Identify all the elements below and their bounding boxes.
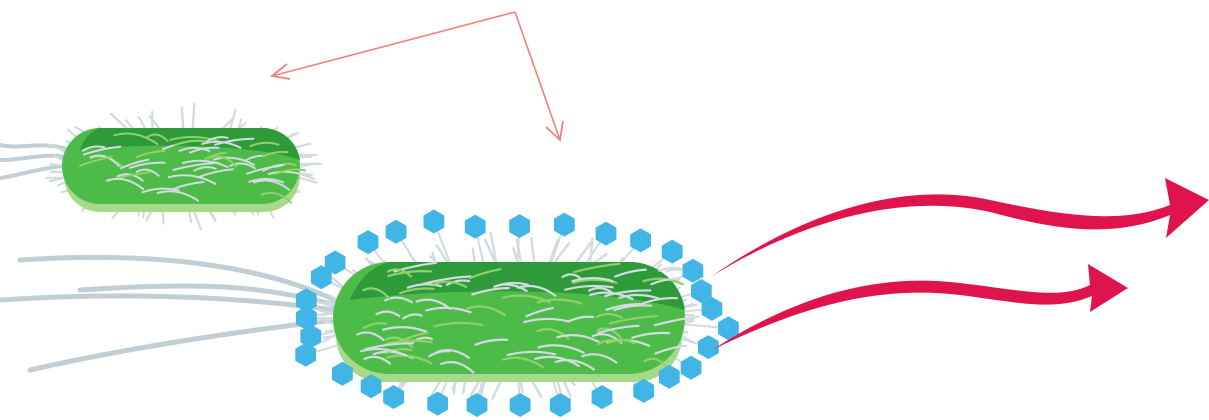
pointer-arrows xyxy=(272,12,563,140)
hexagon-molecule-icon xyxy=(683,259,704,283)
bacterium-small xyxy=(0,104,321,230)
hexagon-molecule-icon xyxy=(386,220,407,244)
hexagon-molecule-icon xyxy=(467,393,488,417)
flagella-large xyxy=(0,257,335,370)
hexagon-molecule-icon xyxy=(424,210,445,234)
hexagon-molecule-icon xyxy=(592,385,613,409)
hexagon-molecule-icon xyxy=(633,379,654,403)
motion-arrow-bottom xyxy=(712,264,1128,350)
motion-arrows xyxy=(712,178,1209,350)
hexagon-molecule-icon xyxy=(510,393,531,417)
hexagon-molecule-icon xyxy=(662,240,683,264)
bacterium-large xyxy=(0,210,739,418)
hexagon-molecule-icon xyxy=(681,356,702,380)
pilus xyxy=(193,104,195,131)
hexagon-molecule-icon xyxy=(550,393,571,417)
pointer-arrow-right xyxy=(515,12,560,140)
pointer-arrow-left xyxy=(272,12,515,76)
motion-arrow-top xyxy=(712,178,1209,276)
hexagon-molecule-icon xyxy=(465,215,486,239)
hexagon-molecule-icon xyxy=(596,222,617,246)
hexagon-molecule-icon xyxy=(698,335,719,359)
pilus xyxy=(182,108,183,130)
hexagon-molecule-icon xyxy=(554,213,575,237)
hexagon-molecule-icon xyxy=(509,214,530,238)
